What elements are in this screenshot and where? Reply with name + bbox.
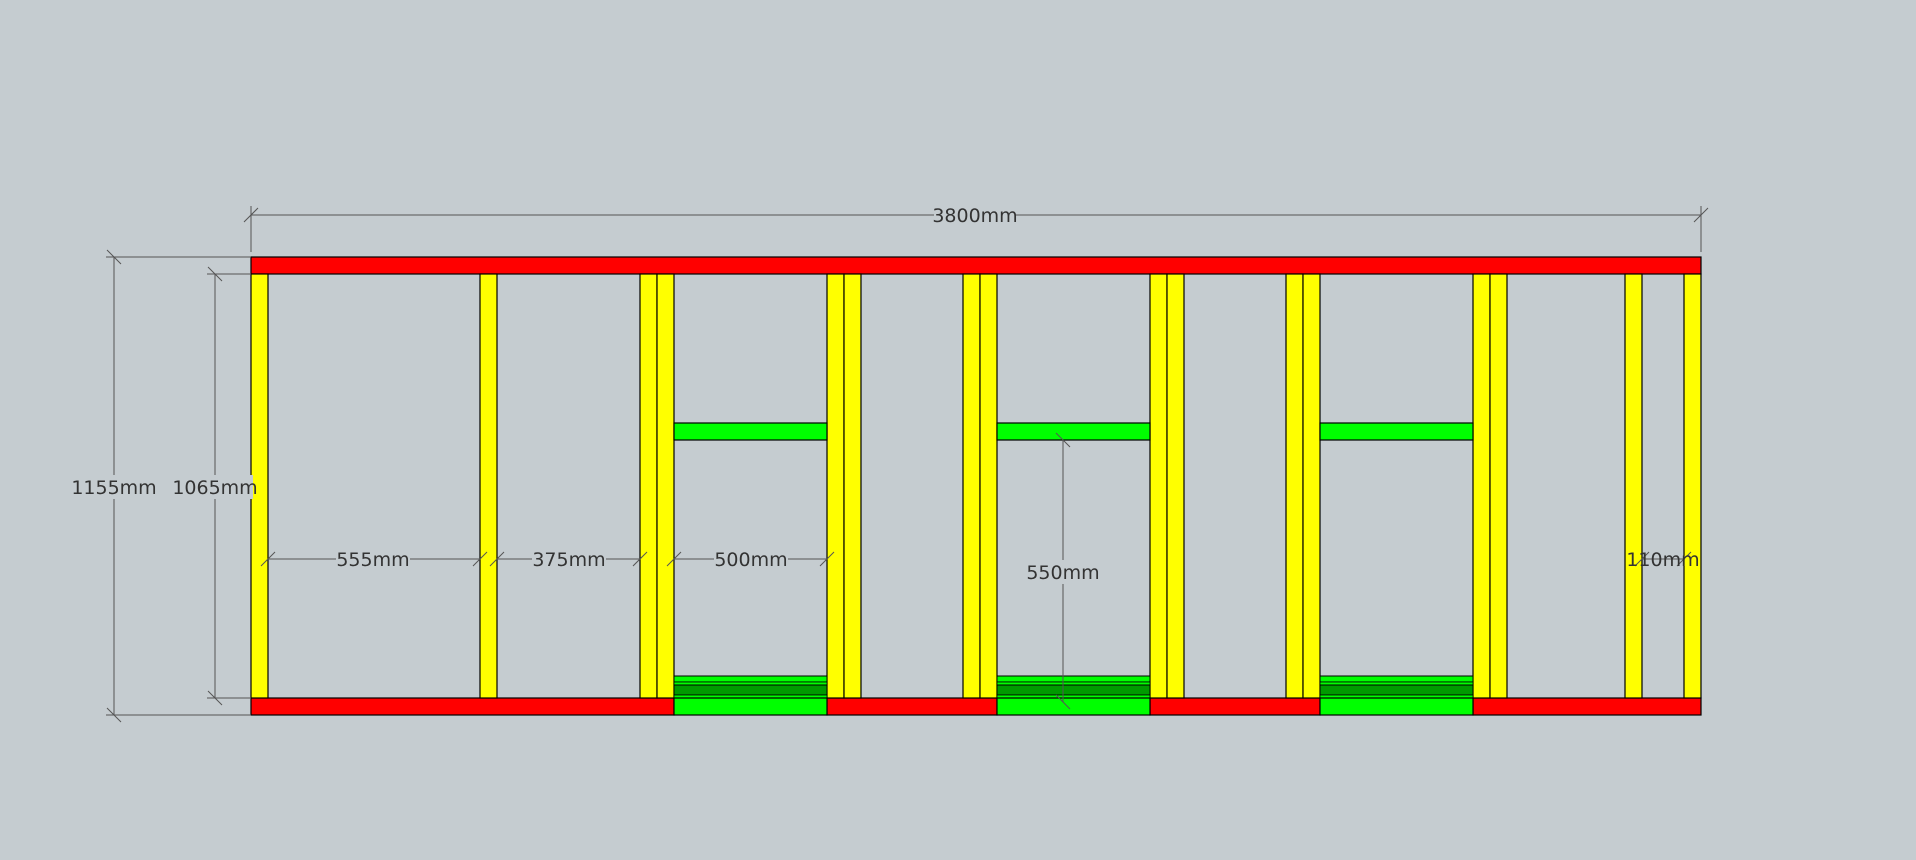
stud (1166, 273, 1185, 699)
stud (979, 273, 998, 699)
stud (479, 273, 498, 699)
stud (639, 273, 658, 699)
stud (1302, 273, 1321, 699)
nogging-head-1 (673, 422, 828, 441)
stud (1683, 273, 1702, 699)
stud (962, 273, 981, 699)
stud (1285, 273, 1304, 699)
stud (1472, 273, 1491, 699)
stud (656, 273, 675, 699)
dim-bay-2: 375mm (532, 549, 605, 571)
dim-stud-height: 1065mm (172, 477, 257, 499)
stud (1489, 273, 1508, 699)
bottom-plate-3 (1149, 697, 1321, 716)
stud (843, 273, 862, 699)
dimension-labels: 3800mm 1155mm 1065mm 555mm 375mm 500mm 5… (71, 203, 1700, 584)
stud (826, 273, 845, 699)
frame-members (250, 256, 1702, 716)
nogging-head-3 (1319, 422, 1474, 441)
dim-bay-3: 500mm (714, 549, 787, 571)
bottom-plate-1 (250, 697, 675, 716)
dimension-lines (106, 206, 1709, 723)
dim-bay-1: 555mm (336, 549, 409, 571)
sill-stack-2 (996, 675, 1151, 716)
sill-stack-3 (1319, 675, 1474, 716)
sill-stack-1 (673, 675, 828, 716)
dim-overall-width: 3800mm (932, 205, 1017, 227)
top-plate (250, 256, 1702, 275)
nogging-head-2 (996, 422, 1151, 441)
stud (1149, 273, 1168, 699)
dim-end-bay: 110mm (1626, 549, 1699, 571)
bottom-plate-4 (1472, 697, 1702, 716)
dim-overall-height: 1155mm (71, 477, 156, 499)
bottom-plate-2 (826, 697, 998, 716)
dim-opening-height: 550mm (1026, 562, 1099, 584)
stud (1624, 273, 1643, 699)
